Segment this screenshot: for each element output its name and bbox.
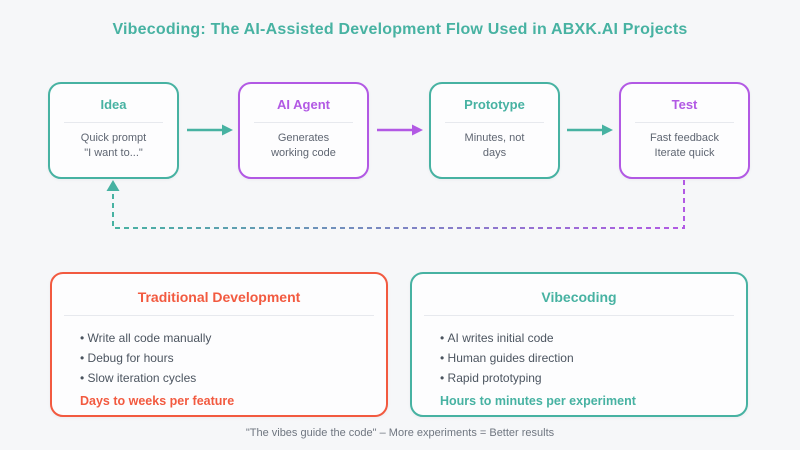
flow-step-title: Test xyxy=(671,97,698,112)
divider xyxy=(64,122,163,123)
flow-step-ai-agent: AI Agent Generates working code xyxy=(238,82,369,179)
page-title: Vibecoding: The AI-Assisted Development … xyxy=(112,21,688,38)
flow-step-detail: Generates xyxy=(277,132,330,144)
feedback-loop-arrow-icon xyxy=(106,180,685,229)
bullet-item: Human guides direction xyxy=(440,348,718,368)
flow-step-detail: Iterate quick xyxy=(654,147,715,159)
bullet-item: Debug for hours xyxy=(80,348,358,368)
bullet-item: Rapid prototyping xyxy=(440,368,718,388)
divider xyxy=(635,122,734,123)
flow-step-detail: "I want to..." xyxy=(84,147,143,159)
divider xyxy=(254,122,353,123)
flow-step-idea: Idea Quick prompt "I want to..." xyxy=(48,82,179,179)
comparison-highlight: Hours to minutes per experiment xyxy=(440,394,636,408)
flow-step-detail: Fast feedback xyxy=(649,132,720,144)
flow-step-prototype: Prototype Minutes, not days xyxy=(429,82,560,179)
flow-step-detail: days xyxy=(482,147,507,159)
comparison-traditional-development: Traditional Development Write all code m… xyxy=(50,272,388,417)
comparison-bullet-list: AI writes initial code Human guides dire… xyxy=(440,328,718,388)
comparison-highlight: Days to weeks per feature xyxy=(80,394,235,408)
footer-note: "The vibes guide the code" – More experi… xyxy=(245,427,555,439)
comparison-vibecoding: Vibecoding AI writes initial code Human … xyxy=(410,272,748,417)
flow-step-detail: Quick prompt xyxy=(80,132,147,144)
comparison-title: Vibecoding xyxy=(541,289,617,305)
arrow-prototype-to-test-icon xyxy=(567,124,613,136)
flow-step-title: Idea xyxy=(100,97,127,112)
comparison-title: Traditional Development xyxy=(137,289,301,305)
divider xyxy=(64,315,374,316)
arrow-ai-agent-to-prototype-icon xyxy=(377,124,423,136)
flow-step-test: Test Fast feedback Iterate quick xyxy=(619,82,750,179)
flow-step-detail: Minutes, not xyxy=(464,132,525,144)
bullet-item: Slow iteration cycles xyxy=(80,368,358,388)
flow-step-title: AI Agent xyxy=(277,97,330,112)
bullet-item: AI writes initial code xyxy=(440,328,718,348)
arrow-idea-to-ai-agent-icon xyxy=(187,124,233,136)
flow-step-title: Prototype xyxy=(464,97,525,112)
divider xyxy=(445,122,544,123)
flow-step-detail: working code xyxy=(271,147,336,159)
comparison-bullet-list: Write all code manually Debug for hours … xyxy=(80,328,358,388)
divider xyxy=(424,315,734,316)
bullet-item: Write all code manually xyxy=(80,328,358,348)
